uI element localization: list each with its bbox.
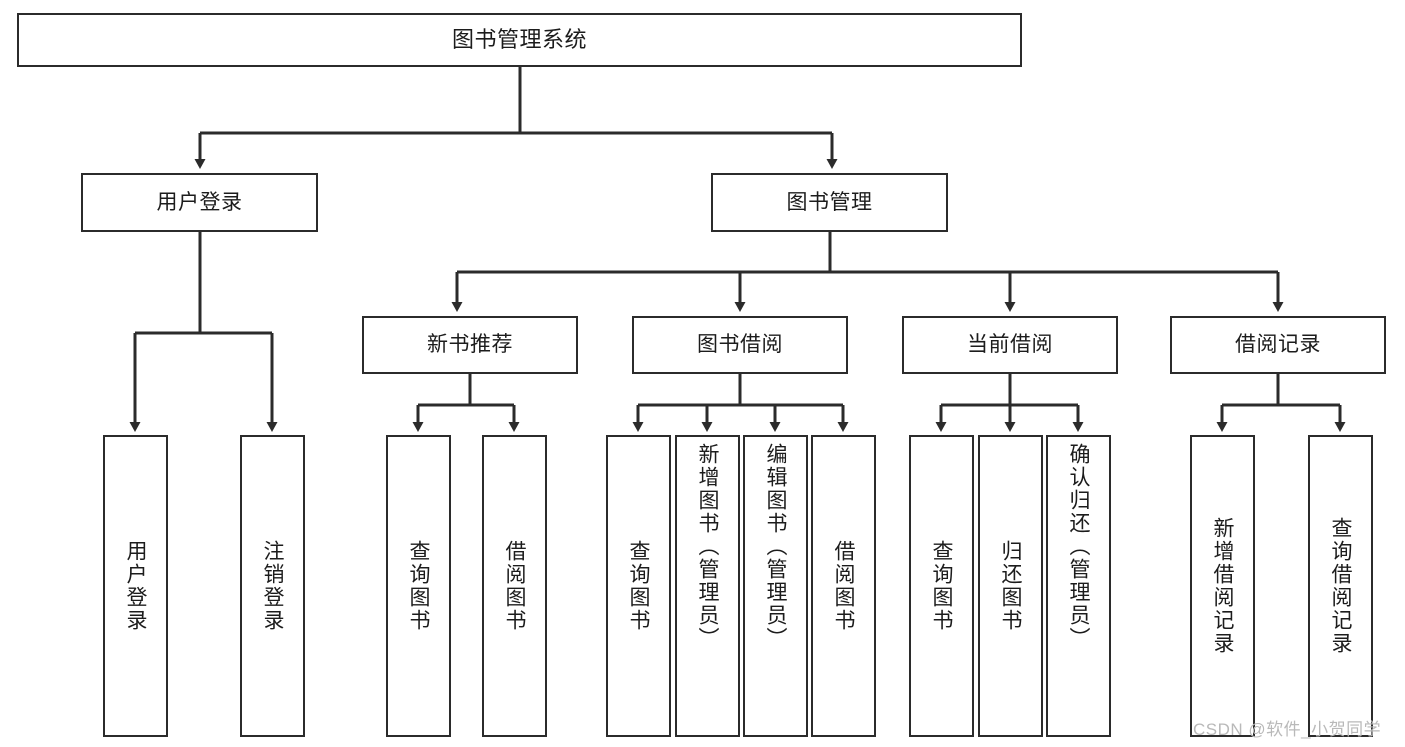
leaf-user-login-logout[interactable]: 注销登录 — [240, 435, 305, 737]
node-label: 新增图书（管理员） — [696, 443, 719, 650]
leaf-current-borrow-query-book[interactable]: 查询图书 — [909, 435, 974, 737]
node-label: 确认归还（管理员） — [1067, 443, 1090, 650]
node-label: 图书借阅 — [697, 333, 783, 357]
node-current-borrow[interactable]: 当前借阅 — [902, 316, 1118, 374]
node-label: 用户登录 — [156, 190, 243, 214]
node-label: 编辑图书（管理员） — [764, 443, 787, 650]
leaf-new-book-query-book[interactable]: 查询图书 — [386, 435, 451, 737]
node-label: 借阅图书 — [503, 540, 526, 632]
node-user-login[interactable]: 用户登录 — [81, 173, 318, 232]
node-label: 新增借阅记录 — [1211, 517, 1234, 655]
node-label: 新书推荐 — [427, 333, 513, 357]
leaf-borrow-record-query-record[interactable]: 查询借阅记录 — [1308, 435, 1373, 737]
node-borrow-record[interactable]: 借阅记录 — [1170, 316, 1386, 374]
node-label: 查询图书 — [407, 540, 430, 632]
node-label: 归还图书 — [999, 540, 1022, 632]
leaf-new-book-borrow-book[interactable]: 借阅图书 — [482, 435, 547, 737]
leaf-book-borrow-query-book[interactable]: 查询图书 — [606, 435, 671, 737]
leaf-book-borrow-borrow-book[interactable]: 借阅图书 — [811, 435, 876, 737]
node-label: 图书管理系统 — [451, 26, 587, 52]
node-label: 用户登录 — [124, 540, 147, 632]
leaf-book-borrow-edit-book-admin[interactable]: 编辑图书（管理员） — [743, 435, 808, 737]
node-label: 注销登录 — [261, 540, 284, 632]
node-label: 当前借阅 — [967, 333, 1053, 357]
node-book-management[interactable]: 图书管理 — [711, 173, 948, 232]
node-label: 借阅图书 — [832, 540, 855, 632]
leaf-current-borrow-confirm-return-admin[interactable]: 确认归还（管理员） — [1046, 435, 1111, 737]
node-label: 查询借阅记录 — [1329, 517, 1352, 655]
node-label: 查询图书 — [930, 540, 953, 632]
leaf-current-borrow-return-book[interactable]: 归还图书 — [978, 435, 1043, 737]
leaf-borrow-record-add-record[interactable]: 新增借阅记录 — [1190, 435, 1255, 737]
watermark-text: CSDN @软件_小贺同学 — [1193, 720, 1382, 739]
leaf-user-login-login[interactable]: 用户登录 — [103, 435, 168, 737]
node-label: 查询图书 — [627, 540, 650, 632]
node-label: 借阅记录 — [1235, 333, 1321, 357]
node-new-book-recommend[interactable]: 新书推荐 — [362, 316, 578, 374]
node-label: 图书管理 — [786, 190, 873, 214]
node-book-borrow[interactable]: 图书借阅 — [632, 316, 848, 374]
leaf-book-borrow-add-book-admin[interactable]: 新增图书（管理员） — [675, 435, 740, 737]
node-root-book-management-system[interactable]: 图书管理系统 — [17, 13, 1022, 67]
